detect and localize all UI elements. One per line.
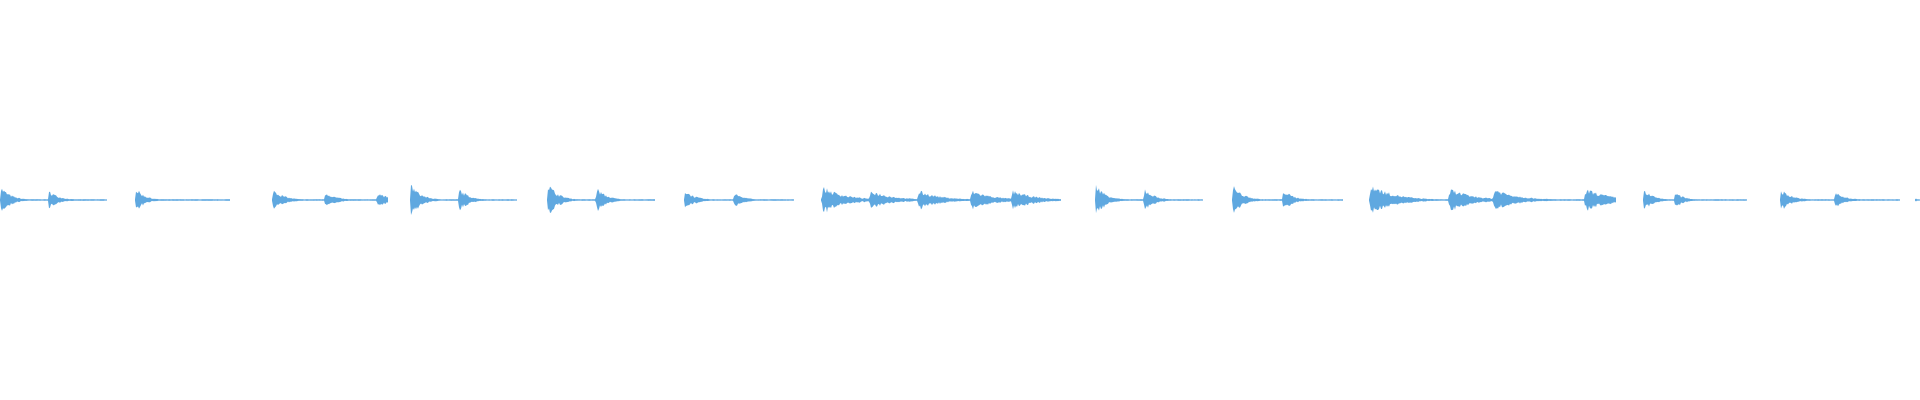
audio-clip-waveform[interactable] xyxy=(272,190,388,209)
audio-clip-waveform[interactable] xyxy=(1095,184,1203,214)
audio-clip-waveform[interactable] xyxy=(0,188,107,211)
audio-clip-waveform[interactable] xyxy=(410,184,517,215)
audio-clip-waveform[interactable] xyxy=(821,187,1061,213)
audio-clip-waveform[interactable] xyxy=(1643,191,1747,209)
audio-clip-waveform[interactable] xyxy=(1369,186,1616,213)
audio-clip-waveform[interactable] xyxy=(1780,191,1900,209)
audio-clip-waveform[interactable] xyxy=(135,190,230,209)
waveform-shape xyxy=(1095,184,1203,214)
audio-clip-waveform[interactable] xyxy=(1915,198,1920,202)
audio-clip-waveform[interactable] xyxy=(684,192,794,208)
audio-clip-waveform[interactable] xyxy=(547,186,655,213)
audio-clip-waveform[interactable] xyxy=(1232,186,1343,213)
